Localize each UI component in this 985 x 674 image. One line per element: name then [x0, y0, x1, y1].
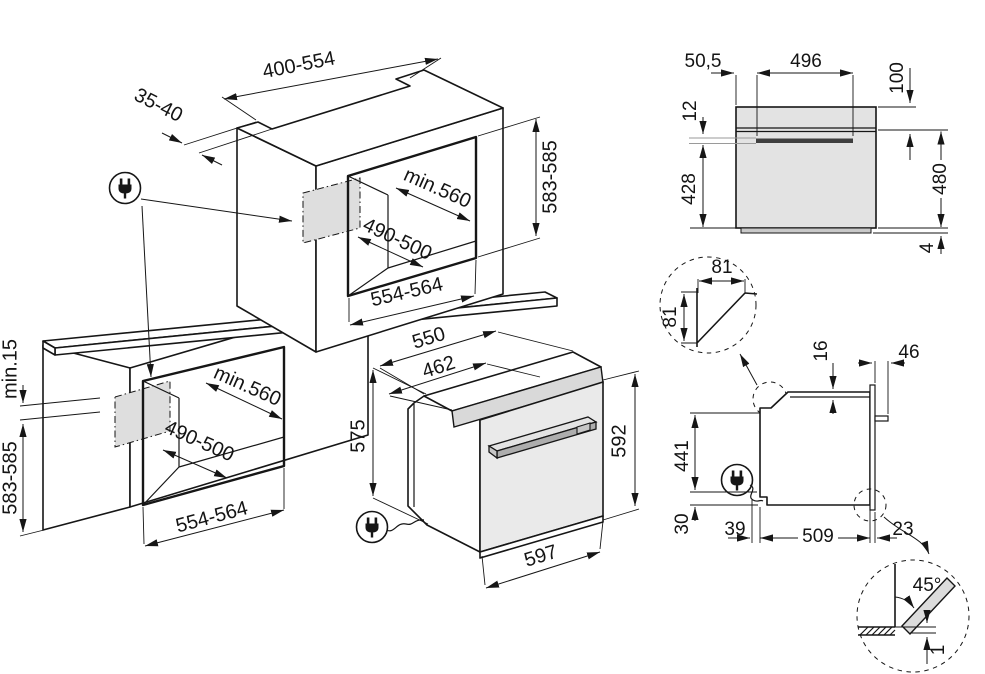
dim-side-top-panel: 16 [811, 340, 832, 361]
dim-side-door-thickness: 23 [892, 519, 913, 540]
dim-front-handle-thickness: 12 [680, 100, 701, 121]
worktop-left-end [42, 340, 56, 356]
oven-handle [487, 416, 598, 460]
dim-oven-front-height: 592 [608, 424, 630, 457]
dim-oven-depth: 550 [410, 323, 448, 354]
oven-front-view: 50,5 496 100 12 428 480 4 [679, 51, 951, 254]
corner-chamfer-detail: 81 81 [659, 256, 758, 386]
detail-circle-45 [856, 559, 970, 673]
dim-oven-height: 575 [347, 419, 369, 452]
dim-base-width: 554-564 [174, 497, 251, 537]
dim-corner-width: 81 [711, 257, 732, 278]
dim-front-side-offset: 50,5 [685, 51, 722, 72]
leader-to-tall-socket [140, 198, 293, 223]
dim-open-clearance: 1 [928, 645, 949, 656]
side-door [869, 384, 876, 511]
oven-power-cord [385, 519, 425, 532]
dim-side-depth: 509 [802, 526, 834, 547]
oven-iso-view [355, 351, 604, 559]
dim-base-height: 583-585 [0, 441, 21, 514]
dim-front-plinth: 4 [917, 242, 938, 253]
dim-oven-recess-depth: 462 [420, 352, 459, 383]
door-detail-pointer [883, 516, 930, 555]
dim-side-door-offset: 46 [898, 342, 919, 363]
dim-side-rear-offset: 39 [724, 519, 745, 540]
dim-base-top-gap: min.15 [0, 339, 21, 399]
mains-connection-callout [108, 171, 293, 378]
dim-side-bottom-offset: 30 [672, 513, 693, 534]
bottom-corner-marker-circle [853, 488, 887, 522]
dim-tall-top-width: 400-554 [261, 47, 337, 83]
open-door-detail: 45° 1 [856, 559, 970, 673]
tall-socket-zone [302, 177, 361, 244]
base-niche-opening [141, 345, 286, 507]
base-niche-interior-lines [142, 380, 285, 506]
dim-oven-width: 597 [522, 541, 560, 572]
dim-open-angle: 45° [913, 575, 942, 596]
dim-front-below-handle: 428 [679, 173, 700, 205]
dim-front-top-to-handle: 100 [887, 62, 908, 94]
detail-circle [659, 256, 757, 354]
dim-front-handle-width: 496 [790, 51, 822, 72]
tall-cabinet-view [236, 69, 504, 353]
open-door-bar [901, 576, 956, 636]
tall-niche-interior-lines [347, 175, 477, 297]
side-handle [874, 415, 889, 422]
tall-niche-opening [346, 135, 478, 298]
floor-hatching [859, 626, 896, 636]
dim-side-height: 441 [672, 440, 693, 472]
front-handle [756, 138, 853, 143]
front-plinth [740, 227, 872, 234]
oven-side-view: 16 46 441 30 39 509 23 [672, 340, 930, 555]
side-power-cord [749, 484, 764, 502]
dim-corner-height: 81 [660, 306, 681, 327]
dim-front-height: 480 [930, 163, 951, 195]
side-body [759, 391, 871, 506]
leader-to-base-socket [141, 205, 154, 378]
angle-arc [894, 595, 915, 609]
dim-tall-height: 583-585 [539, 140, 561, 213]
detail-pointer-arrow [739, 353, 758, 386]
dim-tall-top-depth: 35-40 [131, 84, 187, 127]
